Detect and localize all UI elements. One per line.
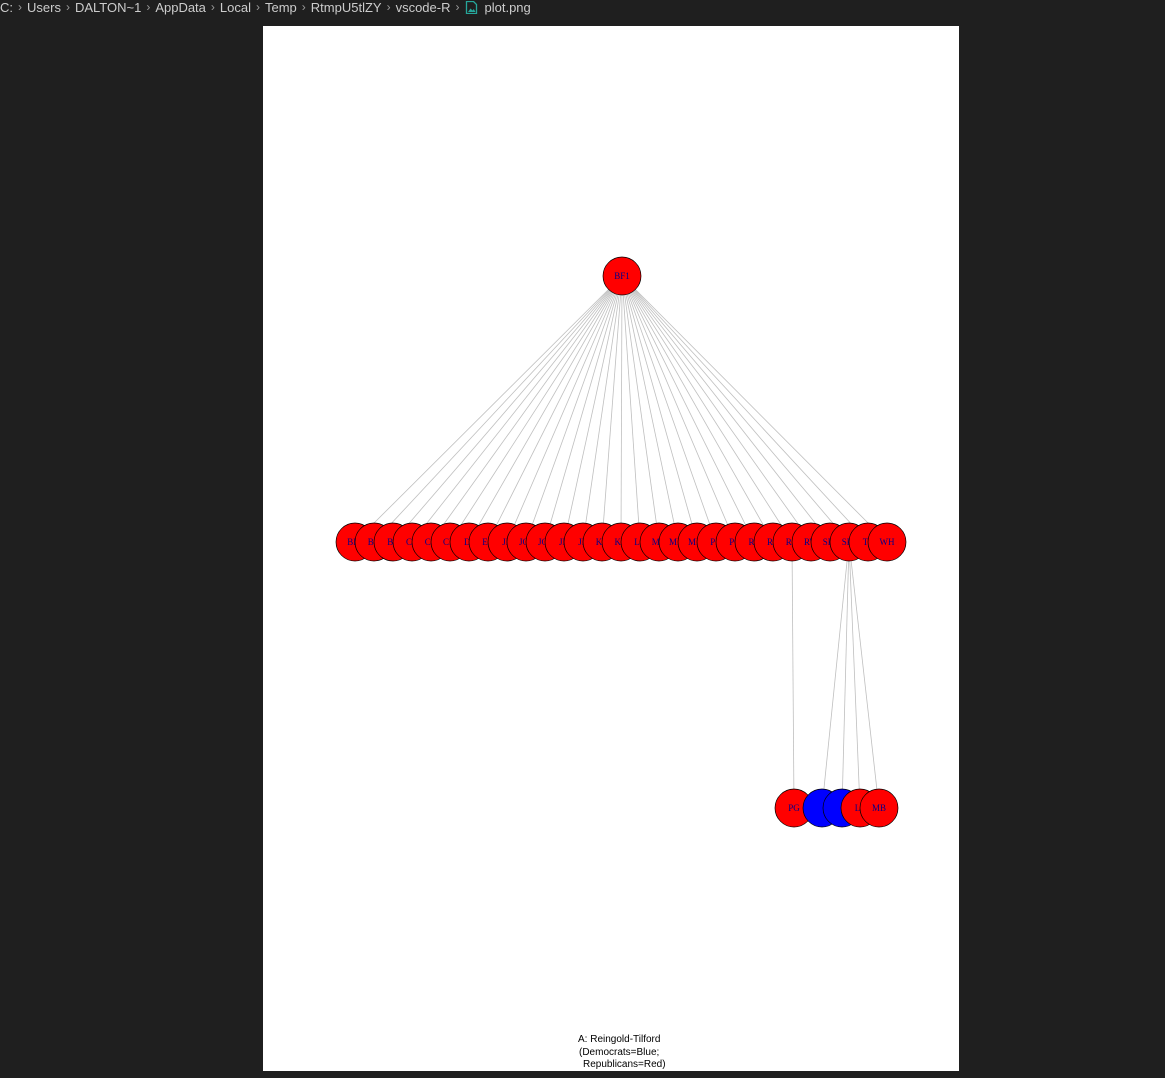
chevron-right-icon: › [210, 0, 215, 14]
breadcrumb-item-rtmp[interactable]: RtmpU5tlZY [310, 0, 382, 15]
breadcrumb-item-vscode-r[interactable]: vscode-R [395, 0, 451, 15]
edge-root-tp [621, 275, 869, 543]
edge-root-po [621, 275, 736, 543]
edge-root-rs [621, 275, 755, 543]
node-label: WH [880, 537, 895, 547]
chevron-right-icon: › [65, 0, 70, 14]
chevron-right-icon: › [18, 0, 22, 14]
chevron-right-icon: › [146, 0, 151, 14]
edge-sp2-child-4 [848, 541, 880, 809]
edge-root-kb [601, 275, 623, 543]
edge-sp2-child-3 [848, 541, 861, 809]
edge-root-sp2 [621, 275, 850, 543]
chevron-right-icon: › [455, 0, 460, 14]
edge-root-wh [621, 275, 888, 543]
breadcrumb-item-appdata[interactable]: AppData [155, 0, 206, 15]
plot-caption-title: A: Reingold-Tilford [578, 1034, 660, 1045]
edge-root-sp1 [621, 275, 831, 543]
breadcrumb-item-user[interactable]: DALTON~1 [74, 0, 142, 15]
edge-root-cm [449, 275, 623, 543]
edge-root-mg [621, 275, 660, 543]
edge-root-bg [373, 275, 623, 543]
edge-root-bl [392, 275, 623, 543]
edge-root-kg [620, 275, 623, 543]
tree-plot: BF1BF2BGBLCCCHCMDJECJBJC1JC2JKJRKBKGLBMG… [335, 256, 907, 1070]
edge-root-jb [506, 275, 623, 543]
breadcrumb-item-local[interactable]: Local [219, 0, 251, 15]
edge-root-jc2 [544, 275, 623, 543]
edge-root-ch [430, 275, 623, 543]
edge-root-cc [411, 275, 623, 543]
chevron-right-icon: › [301, 0, 306, 14]
edge-root-ml2 [621, 275, 698, 543]
node-label: MB [872, 803, 886, 813]
tree-edges [354, 275, 888, 809]
node-circle [859, 788, 899, 828]
tree-nodes: BF1BF2BGBLCCCHCMDJECJBJC1JC2JKJRKBKGLBMG… [335, 256, 907, 828]
edge-sp2-child-1 [821, 541, 850, 809]
edge-root-rn [621, 275, 793, 543]
breadcrumb-item-temp[interactable]: Temp [264, 0, 297, 15]
edge-sp2-child-2 [841, 541, 850, 809]
node-bf1: BF1 [602, 256, 642, 296]
edge-rn-child-0 [791, 541, 795, 809]
breadcrumb-item-drive[interactable]: C: [0, 0, 13, 15]
chevron-right-icon: › [255, 0, 260, 14]
edge-root-rb [621, 275, 774, 543]
edge-root-jr [582, 275, 623, 543]
edge-root-lb [621, 275, 641, 543]
edge-root-jk [563, 275, 623, 543]
edge-root-rw [621, 275, 812, 543]
plot-caption-democrats: (Democrats=Blue; [579, 1047, 659, 1058]
breadcrumb-file-name[interactable]: plot.png [484, 0, 531, 15]
edge-root-bf2 [354, 275, 623, 543]
node-mb: MB [859, 788, 899, 828]
image-file-icon [465, 0, 477, 14]
breadcrumb-item-users[interactable]: Users [27, 0, 61, 15]
node-circle [867, 522, 907, 562]
edge-root-jc1 [525, 275, 623, 543]
node-circle [602, 256, 642, 296]
edge-root-ml1 [621, 275, 679, 543]
edge-root-ec [487, 275, 623, 543]
plot-image: BF1BF2BGBLCCCHCMDJECJBJC1JC2JKJRKBKGLBMG… [263, 26, 959, 1071]
node-label: BF1 [614, 271, 630, 281]
node-wh: WH [867, 522, 907, 562]
breadcrumb: C: › Users › DALTON~1 › AppData › Local … [0, 0, 1165, 15]
plot-caption-republicans: Republicans=Red) [583, 1059, 666, 1070]
edge-root-dj [468, 275, 623, 543]
node-label: PG [788, 803, 800, 813]
chevron-right-icon: › [386, 0, 391, 14]
edge-root-pk [621, 275, 717, 543]
